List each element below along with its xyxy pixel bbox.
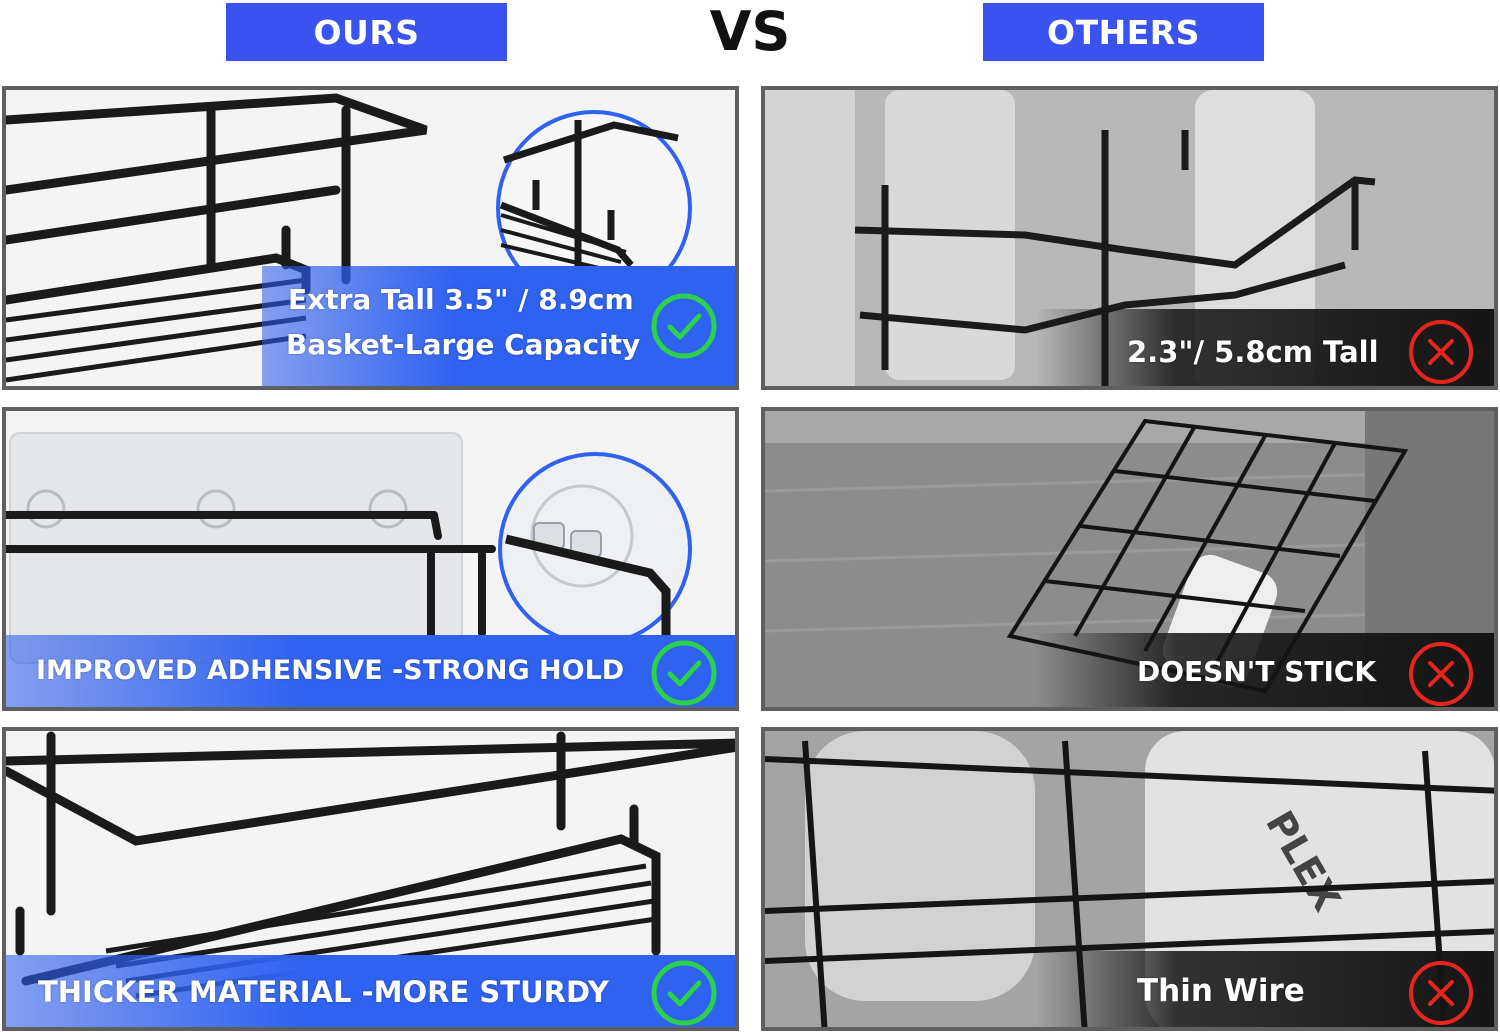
others-panel-not-sticking: DOESN'T STICK — [761, 407, 1498, 711]
ours-header-tag: OURS — [226, 3, 507, 61]
capacity-label-line1: Extra Tall 3.5" / 8.9cm — [288, 283, 634, 316]
check-circle-icon — [651, 640, 717, 706]
x-circle-icon — [1409, 642, 1473, 706]
ours-panel-adhesive: IMPROVED ADHENSIVE -STRONG HOLD — [2, 407, 739, 711]
ours-banner-adhesive — [6, 635, 735, 707]
material-label: THICKER MATERIAL -MORE STURDY — [38, 975, 609, 1009]
vs-heading: VS — [709, 0, 791, 63]
others-header-label: OTHERS — [1047, 12, 1200, 52]
check-circle-icon — [651, 293, 717, 359]
others-header-tag: OTHERS — [983, 3, 1264, 61]
ours-panel-tall-basket: Extra Tall 3.5" / 8.9cm Basket-Large Cap… — [2, 86, 739, 390]
stick-label: DOESN'T STICK — [1137, 655, 1377, 688]
others-panel-short-basket: 2.3"/ 5.8cm Tall — [761, 86, 1498, 390]
ours-panel-material: THICKER MATERIAL -MORE STURDY — [2, 727, 739, 1031]
x-circle-icon — [1409, 961, 1473, 1025]
tall-basket-photo — [6, 90, 735, 386]
wire-label: Thin Wire — [1137, 973, 1305, 1009]
adhesive-label: IMPROVED ADHENSIVE -STRONG HOLD — [36, 655, 625, 686]
ours-header-label: OURS — [313, 12, 420, 52]
check-circle-icon — [651, 960, 717, 1026]
others-panel-thin-wire: PLEX Thin Wire — [761, 727, 1498, 1031]
short-label: 2.3"/ 5.8cm Tall — [1127, 335, 1379, 369]
capacity-label-line2: Basket-Large Capacity — [286, 328, 641, 361]
ours-banner-material — [6, 955, 735, 1027]
x-circle-icon — [1409, 320, 1473, 384]
